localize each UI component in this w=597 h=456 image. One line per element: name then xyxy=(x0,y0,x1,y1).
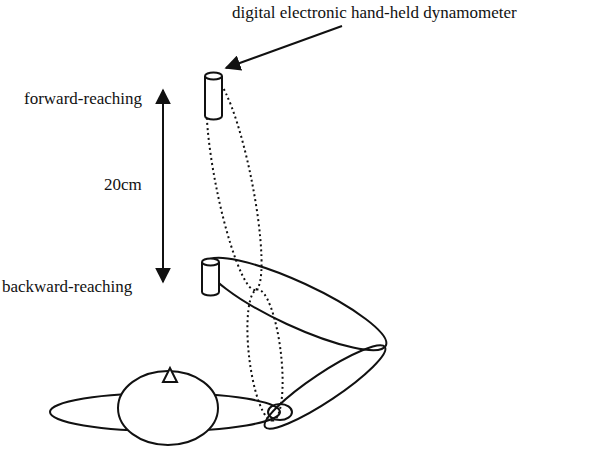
dimension-label: 20cm xyxy=(104,176,142,195)
dynamometer-backward xyxy=(202,259,219,296)
forearm xyxy=(197,243,395,366)
dynamometer-forward xyxy=(205,73,222,120)
leader-arrow xyxy=(226,26,342,68)
hand xyxy=(268,404,292,420)
component-label: digital electronic hand-held dynamometer xyxy=(232,4,517,23)
position-label: forward-reaching xyxy=(24,90,142,109)
forward-forearm xyxy=(195,75,273,294)
forward-upper-arm xyxy=(242,288,289,423)
position-label: backward-reaching xyxy=(2,278,132,297)
dimension-arrow xyxy=(162,90,164,282)
nose xyxy=(163,368,177,382)
